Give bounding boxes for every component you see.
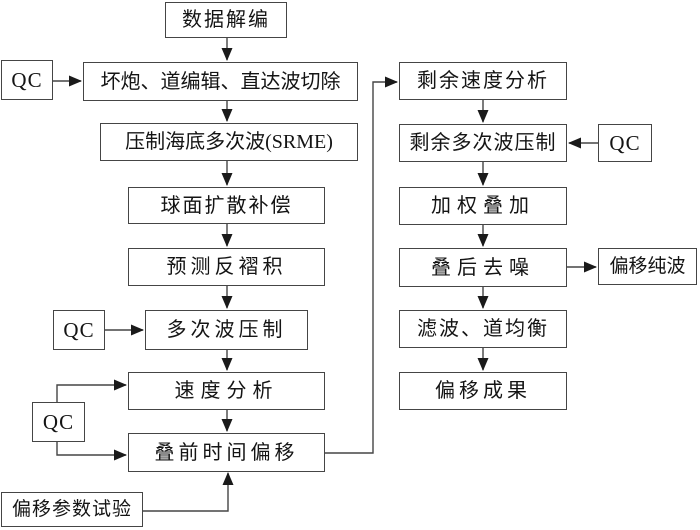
- node-qc-4: QC: [598, 124, 652, 162]
- node-qc-3: QC: [32, 402, 85, 442]
- node-migration-result: 偏移成果: [399, 372, 567, 410]
- node-bad-shot-trace-edit: 坏炮、道编辑、直达波切除: [83, 62, 358, 101]
- node-qc-2: QC: [53, 310, 105, 350]
- node-multiple-suppression: 多次波压制: [145, 310, 308, 350]
- node-spherical-divergence: 球面扩散补偿: [128, 187, 325, 224]
- arrow-qc3-to-pstm: [56, 442, 127, 461]
- node-qc-1: QC: [1, 60, 53, 100]
- node-data-demux: 数据解编: [165, 2, 287, 38]
- node-filter-trace-equalization: 滤波、道均衡: [399, 310, 567, 348]
- node-poststack-denoise: 叠后去噪: [399, 248, 567, 287]
- arrow-qc3-to-velocity: [56, 379, 127, 402]
- node-weighted-stack: 加权叠加: [399, 187, 567, 225]
- node-migration-pure-wave: 偏移纯波: [598, 248, 697, 285]
- arrow-pstm-to-residual-velocity: [325, 76, 398, 454]
- node-srme: 压制海底多次波(SRME): [100, 123, 358, 161]
- node-residual-multiple-suppression: 剩余多次波压制: [399, 124, 567, 162]
- arrow-paramtest-to-pstm: [143, 472, 234, 512]
- node-residual-velocity-analysis: 剩余速度分析: [399, 62, 567, 100]
- node-velocity-analysis: 速度分析: [128, 372, 325, 410]
- node-migration-parameter-test: 偏移参数试验: [1, 492, 143, 527]
- node-predictive-deconvolution: 预测反褶积: [128, 248, 325, 286]
- node-prestack-time-migration: 叠前时间偏移: [128, 433, 325, 472]
